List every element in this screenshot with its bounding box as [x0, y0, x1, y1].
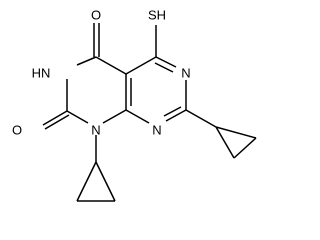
bond-c4-c4a — [95, 56, 127, 75]
bond-c7-n8-a — [165, 109, 187, 122]
chemical-structure-diagram: O SH HN N N O N — [12, 8, 257, 202]
bond-cp-right-2 — [233, 137, 257, 159]
bond-c5-n6-b — [154, 62, 174, 73]
atom-n-right: N — [181, 66, 190, 81]
bond-cp-bottom-3 — [95, 161, 116, 202]
atom-nh: HN — [32, 66, 51, 81]
atom-o-left: O — [12, 123, 22, 138]
bond-c2-o-b — [44, 114, 70, 130]
atom-n-bottom: N — [91, 123, 100, 138]
atom-sh: SH — [148, 8, 166, 23]
bond-c2-o-a — [42, 110, 68, 126]
bond-cp-right-1 — [215, 126, 235, 159]
bond-c4a-c5 — [125, 56, 157, 75]
atom-o-top: O — [91, 8, 101, 23]
bonds — [42, 23, 257, 202]
bond-n1-c8a — [102, 109, 127, 124]
atom-n-lower: N — [152, 123, 161, 138]
atom-labels: O SH HN N N O N — [12, 8, 191, 138]
bond-cp-bottom-1 — [76, 161, 97, 202]
bond-cp-right-3 — [215, 126, 257, 139]
bond-c5-n6-a — [155, 56, 177, 68]
bond-c2-n1 — [66, 110, 89, 124]
bond-c7-n8-b — [163, 106, 182, 117]
bond-c4-n3 — [76, 56, 97, 66]
bond-c7-cyclopropyl — [185, 109, 217, 128]
bond-n8-c8a — [125, 109, 150, 124]
